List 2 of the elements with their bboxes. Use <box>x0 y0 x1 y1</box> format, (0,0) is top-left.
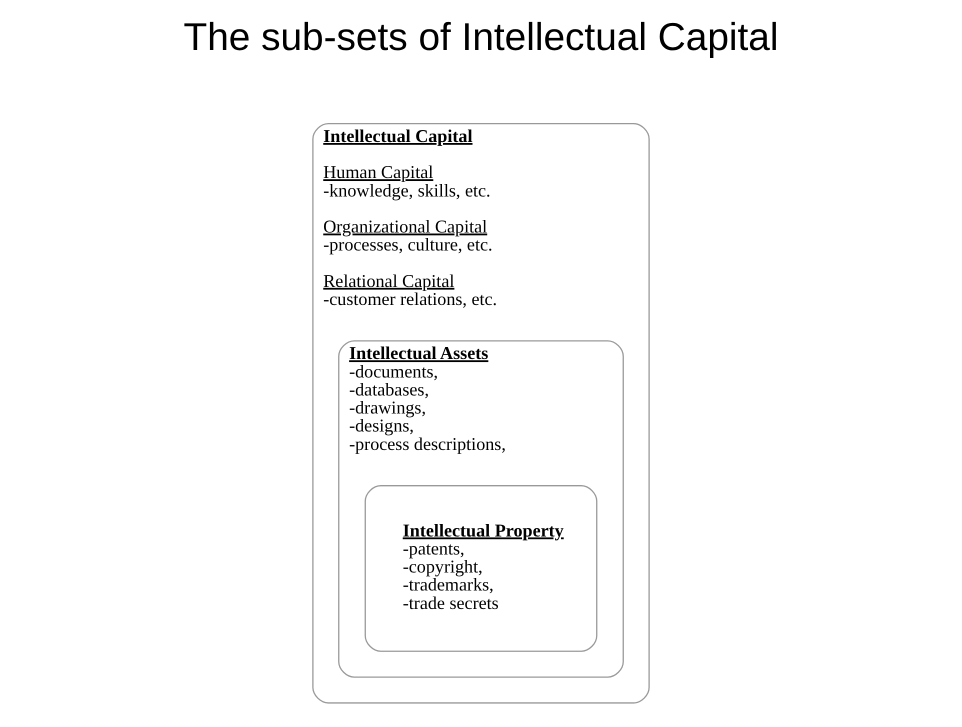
node-box: Intellectual Property -patents, -copyright, -trademarks, -trade secrets <box>364 485 598 652</box>
diagram-title: The sub-sets of Intellectual Capital <box>184 16 778 59</box>
